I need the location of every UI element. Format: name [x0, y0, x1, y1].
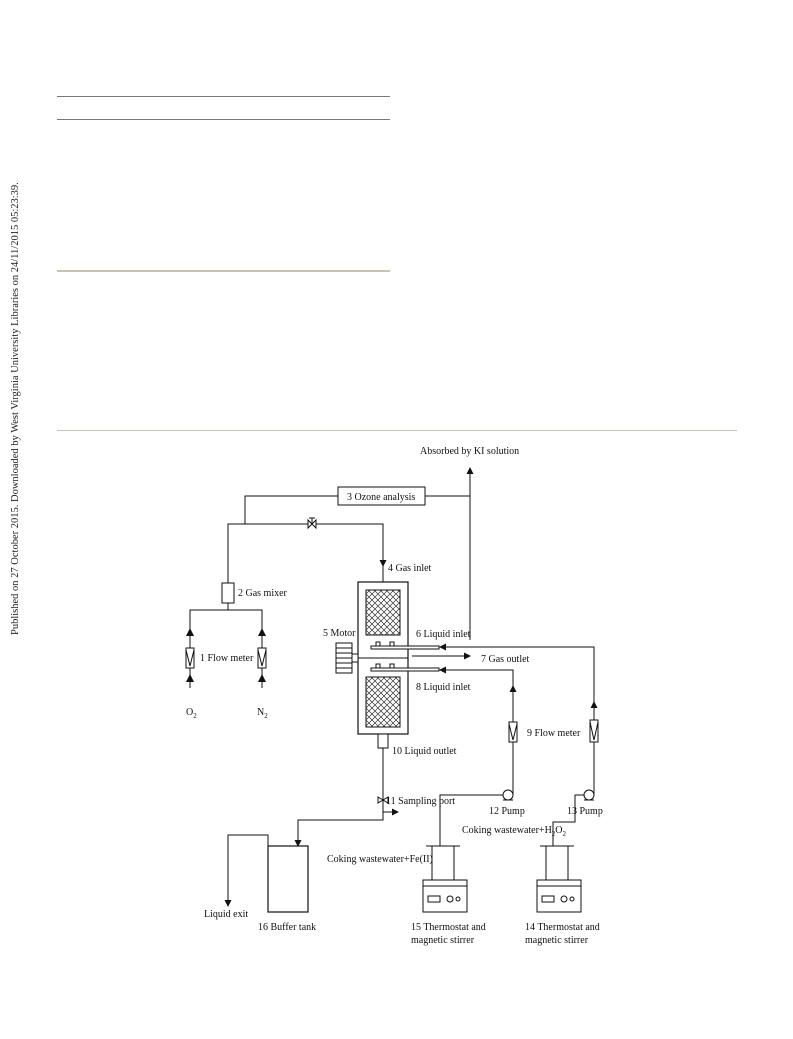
ozone-sample-line [244, 495, 338, 524]
feed-fe-label: Coking wastewater+Fe(II) [327, 854, 433, 865]
liquid-inlet-8-label: 8 Liquid inlet [416, 682, 471, 693]
feed-fe-line [439, 794, 503, 856]
header-rule-third [57, 270, 390, 272]
buffer-tank-label: 16 Buffer tank [258, 922, 316, 933]
header-rule-wide [57, 430, 737, 431]
gas-inlet-label: 4 Gas inlet [388, 563, 432, 574]
stirrer-15-icon [422, 845, 468, 913]
stirrer-15-label-b: magnetic stirrer [411, 935, 475, 946]
o2-label: O2 [186, 707, 197, 720]
reactor-distributors [370, 641, 440, 672]
liquid-inlet-8-line [439, 666, 514, 722]
motor-icon [335, 642, 359, 674]
reactor-packing-bottom [365, 676, 401, 728]
liquid-outlet-pipe [377, 733, 389, 749]
stirrer-15-label-a: 15 Thermostat and [411, 922, 486, 933]
flow-meter-9-icon [508, 721, 518, 743]
gas-mixer-box [221, 582, 235, 604]
sampling-valve-icon [377, 796, 389, 804]
pump-13-icon [583, 789, 595, 801]
gas-mixer-label: 2 Gas mixer [238, 588, 288, 599]
mixer-branch-line [189, 609, 263, 620]
ki-label: Absorbed by KI solution [420, 446, 519, 457]
reactor-packing-top [365, 589, 401, 636]
liquid-inlet-6-label: 6 Liquid inlet [416, 629, 471, 640]
flow-meter-13-icon [589, 719, 599, 743]
stirrer-14-icon [536, 845, 582, 913]
flow-meter-o2-icon [185, 647, 195, 669]
liquid-outlet-label: 10 Liquid outlet [392, 746, 457, 757]
flow-meter-1-label: 1 Flow meter [200, 653, 254, 664]
flow-meter-n2-icon [257, 647, 267, 669]
liquid-exit-label: Liquid exit [204, 909, 248, 920]
pump-12-label: 12 Pump [489, 806, 525, 817]
pump-12-icon [502, 789, 514, 801]
liquid-inlet-6-line [439, 643, 595, 720]
stirrer-14-label-b: magnetic stirrer [525, 935, 589, 946]
buffer-tank [267, 845, 309, 913]
flow-meter-9-label: 9 Flow meter [527, 728, 581, 739]
pump-13-label: 13 Pump [567, 806, 603, 817]
stirrer-14-label-a: 14 Thermostat and [525, 922, 600, 933]
header-rule-second [57, 119, 390, 120]
gas-supply-line [227, 523, 387, 583]
feed-h2o2-line [552, 794, 585, 850]
liquid-exit-line [224, 834, 269, 907]
motor-label: 5 Motor [323, 628, 356, 639]
feed-h2o2-label: Coking wastewater+H2O2 [462, 825, 567, 838]
gas-outlet-label: 7 Gas outlet [481, 654, 530, 665]
ozone-analysis-label: 3 Ozone analysis [347, 492, 415, 503]
gas-valve-icon [307, 517, 317, 530]
n2-label: N2 [257, 707, 268, 720]
sampling-port-label: 11 Sampling port [386, 796, 455, 807]
ozone-analysis-box [337, 486, 426, 506]
liquid-outlet-line [294, 748, 384, 847]
header-rule-top [57, 96, 390, 97]
